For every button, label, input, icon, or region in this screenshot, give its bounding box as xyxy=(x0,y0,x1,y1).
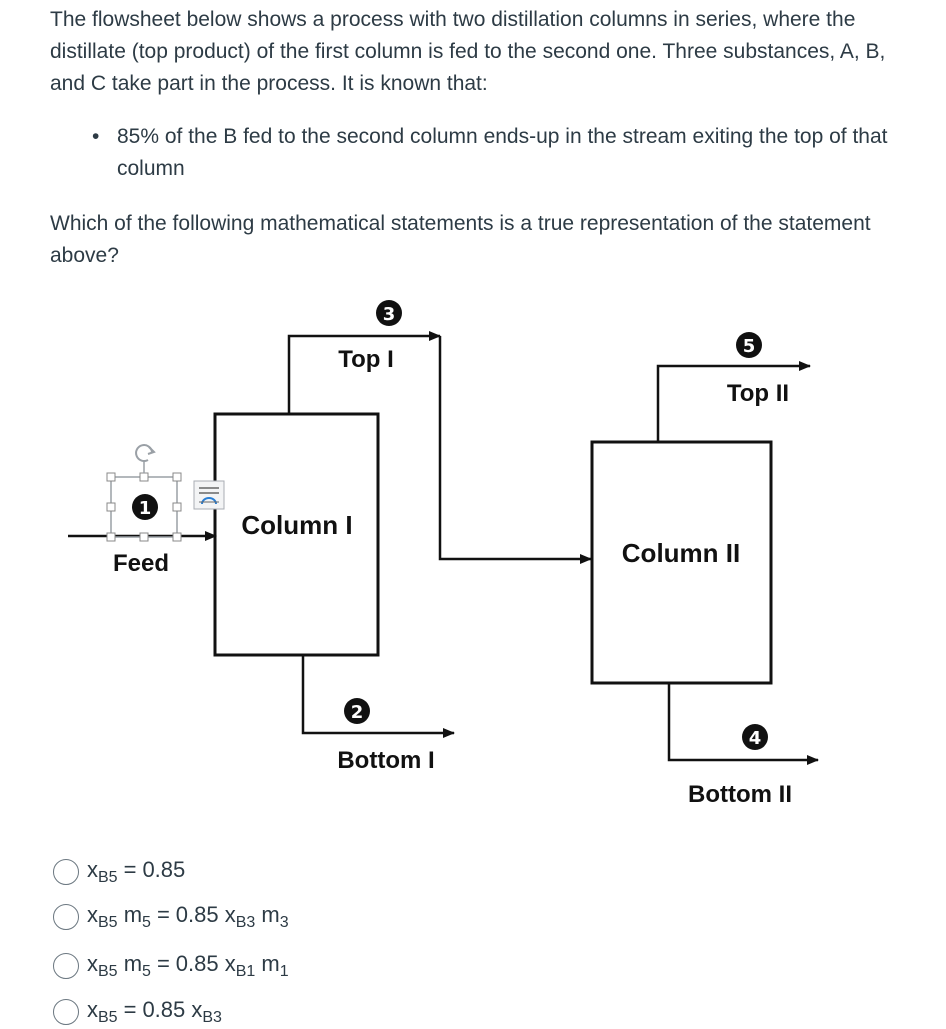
bottom-2-label: Bottom II xyxy=(688,781,792,808)
stream-3-badge: 3 xyxy=(376,300,402,326)
bottom-2-stream-line xyxy=(667,683,819,765)
radio-button[interactable] xyxy=(53,904,79,930)
option-2-math: xB5 m5=0.85 xB3 m3 xyxy=(87,902,289,931)
answer-option-1[interactable]: xB5=0.85 xyxy=(53,855,185,889)
top-2-stream-line xyxy=(656,361,811,442)
top-2-label: Top II xyxy=(727,380,789,407)
svg-text:4: 4 xyxy=(749,728,762,749)
answer-option-3[interactable]: xB5 m5=0.85 xB1 m1 xyxy=(53,949,289,983)
stream-4-badge: 4 xyxy=(742,724,768,750)
bullet-text: 85% of the B fed to the second column en… xyxy=(117,125,888,180)
feed-label: Feed xyxy=(113,550,169,577)
stream-1-badge: 1 xyxy=(132,494,158,520)
column-1-label: Column I xyxy=(241,510,352,540)
answer-option-4[interactable]: xB5=0.85 xB3 xyxy=(53,995,222,1029)
selection-handles xyxy=(106,462,182,542)
option-4-math: xB5=0.85 xB3 xyxy=(87,997,222,1026)
top-1-stream-upper xyxy=(287,331,441,414)
top-1-label: Top I xyxy=(338,346,394,373)
column-2-label: Column II xyxy=(622,538,740,568)
stream-2-badge: 2 xyxy=(344,698,370,724)
flowsheet-diagram: Column I Column II Feed 1 Top I xyxy=(68,300,819,808)
svg-text:5: 5 xyxy=(743,336,756,357)
rotate-handle-icon[interactable] xyxy=(135,444,156,463)
radio-button[interactable] xyxy=(53,859,79,885)
option-1-math: xB5=0.85 xyxy=(87,857,186,886)
column-2-box xyxy=(590,440,773,685)
svg-text:3: 3 xyxy=(383,304,396,325)
radio-button[interactable] xyxy=(53,999,79,1025)
answer-option-2[interactable]: xB5 m5=0.85 xB3 m3 xyxy=(53,900,289,934)
svg-text:2: 2 xyxy=(351,702,364,723)
radio-button[interactable] xyxy=(53,953,79,979)
bottom-1-label: Bottom I xyxy=(337,747,434,774)
layout-options-icon[interactable] xyxy=(193,480,225,510)
bottom-1-stream-line xyxy=(301,655,455,738)
stream-5-badge: 5 xyxy=(736,332,762,358)
top-1-to-column-2-line xyxy=(438,336,592,564)
bullet-dot: • xyxy=(92,125,100,148)
question-text: Which of the following mathematical stat… xyxy=(50,212,871,267)
intro-text: The flowsheet below shows a process with… xyxy=(50,8,886,95)
svg-text:1: 1 xyxy=(139,498,152,519)
option-3-math: xB5 m5=0.85 xB1 m1 xyxy=(87,951,289,980)
